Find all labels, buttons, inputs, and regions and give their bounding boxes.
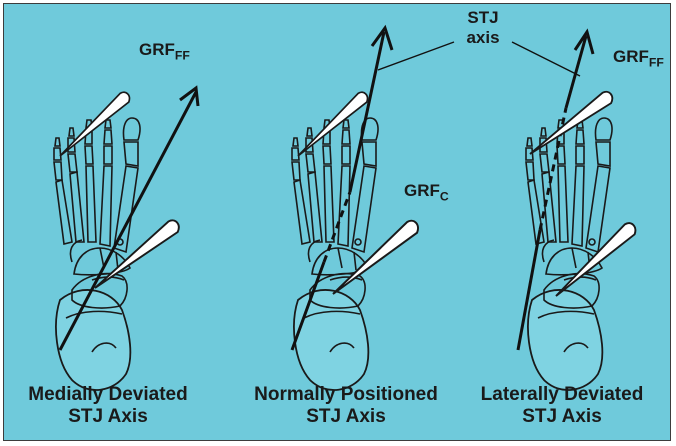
stj-axis-label: STJ axis (452, 8, 514, 48)
caption-normal-line2: STJ Axis (236, 406, 456, 428)
caption-medial-line2: STJ Axis (0, 406, 218, 428)
caption-medial-line1: Medially Deviated (0, 384, 218, 406)
grf-forefoot-vector-right (523, 91, 618, 154)
caption-lateral-line1: Laterally Deviated (452, 384, 672, 406)
grf-calcaneus-vector-right (543, 222, 646, 296)
stj-axis-label-line1: STJ (452, 8, 514, 28)
grf-forefoot-label-left: GRFFF (139, 40, 190, 60)
foot-normally-positioned (292, 118, 378, 390)
stj-axis-leader-right (512, 42, 580, 76)
foot-medially-deviated (54, 118, 140, 390)
stj-axis-label-line2: axis (452, 28, 514, 48)
caption-normal: Normally Positioned STJ Axis (236, 384, 456, 428)
grf-calcaneus-label: GRFC (404, 181, 449, 201)
caption-medial: Medially Deviated STJ Axis (0, 384, 218, 428)
grf-forefoot-label-right: GRFFF (613, 47, 664, 67)
grf-calcaneus-vector-middle (321, 220, 427, 294)
stj-axis-normal-dashed (324, 192, 350, 262)
caption-normal-line1: Normally Positioned (236, 384, 456, 406)
caption-lateral-line2: STJ Axis (452, 406, 672, 428)
caption-lateral: Laterally Deviated STJ Axis (452, 384, 672, 428)
